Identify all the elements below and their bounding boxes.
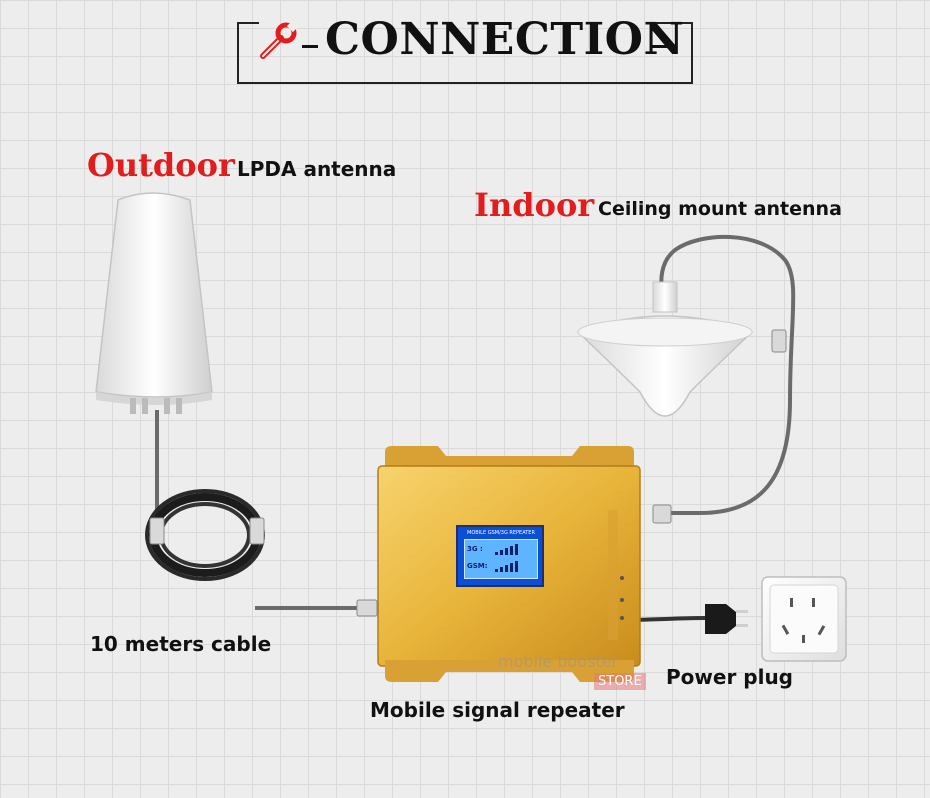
signal-bars-3g-icon (495, 543, 518, 555)
watermark-brand: mobile booster (498, 655, 618, 669)
lpda-antenna (96, 193, 212, 414)
ceiling-antenna (578, 282, 752, 416)
repeater-screen-title: MOBILE GSM/3G REPEATER (462, 530, 540, 536)
wall-socket (762, 577, 846, 661)
signal-row-gsm-label: GSM: (467, 562, 488, 570)
watermark-store: STORE (594, 673, 646, 690)
signal-display: 3G : GSM: (464, 539, 538, 579)
coiled-cable (147, 491, 265, 579)
signal-row-3g-label: 3G : (467, 545, 483, 553)
signal-bars-gsm-icon (495, 560, 518, 572)
power-plug (705, 604, 748, 634)
repeater-screen: MOBILE GSM/3G REPEATER 3G : GSM: (456, 525, 544, 587)
